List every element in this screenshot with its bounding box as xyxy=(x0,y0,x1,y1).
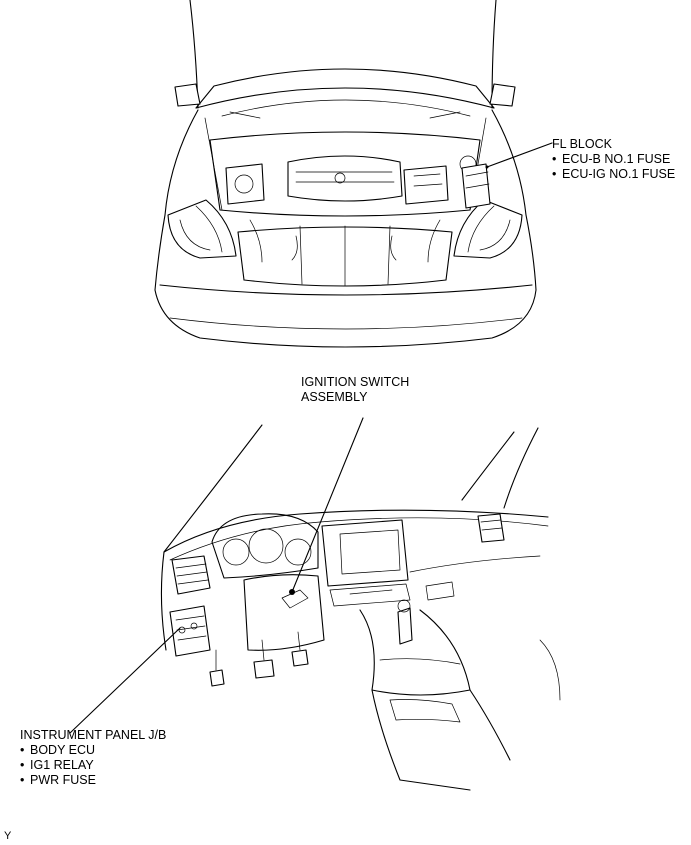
fl-block-item-ecu-ig: ECU-IG NO.1 FUSE xyxy=(552,167,675,182)
instrument-panel-item-pwr-fuse: PWR FUSE xyxy=(20,773,166,788)
instrument-panel-jb-label: INSTRUMENT PANEL J/B BODY ECU IG1 RELAY … xyxy=(20,728,166,788)
instrument-panel-jb-items: BODY ECU IG1 RELAY PWR FUSE xyxy=(20,743,166,788)
instrument-panel-jb-title: INSTRUMENT PANEL J/B xyxy=(20,728,167,742)
ignition-switch-line1: IGNITION SWITCH xyxy=(301,375,410,389)
ignition-switch-label: IGNITION SWITCH ASSEMBLY xyxy=(301,375,409,405)
fl-block-title: FL BLOCK xyxy=(552,137,612,151)
ignition-switch-line2: ASSEMBLY xyxy=(301,390,368,404)
interior-dashboard-illustration xyxy=(69,417,561,791)
fl-block-item-ecu-b: ECU-B NO.1 FUSE xyxy=(552,152,675,167)
fl-block-label: FL BLOCK ECU-B NO.1 FUSE ECU-IG NO.1 FUS… xyxy=(552,137,675,182)
instrument-panel-item-ig1-relay: IG1 RELAY xyxy=(20,758,166,773)
figure-code: Y xyxy=(4,830,12,842)
instrument-panel-item-body-ecu: BODY ECU xyxy=(20,743,166,758)
engine-compartment-illustration xyxy=(154,0,553,348)
fl-block-items: ECU-B NO.1 FUSE ECU-IG NO.1 FUSE xyxy=(552,152,675,182)
